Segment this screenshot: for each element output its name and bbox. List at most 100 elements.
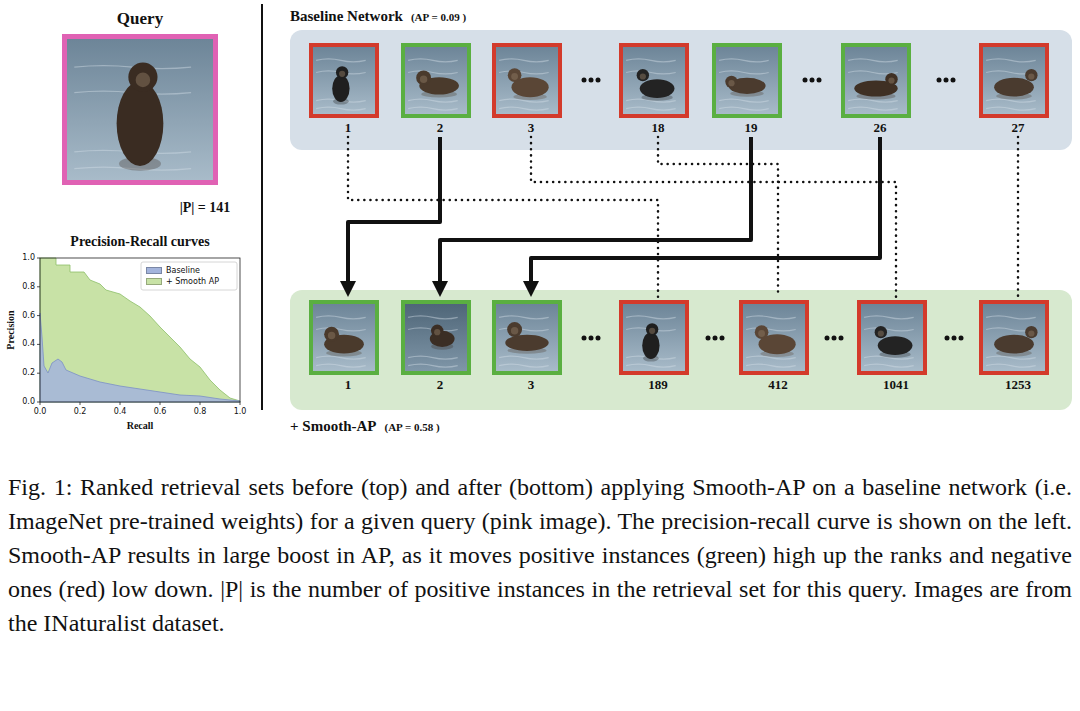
pr-chart [37, 258, 240, 405]
tick [37, 373, 40, 374]
animal-body [117, 81, 164, 166]
photo [623, 304, 685, 371]
image-frame [739, 300, 809, 375]
ripple [719, 71, 769, 74]
dot [825, 336, 830, 341]
animal-body [994, 78, 1034, 97]
panel-background [290, 30, 1072, 150]
water [496, 47, 558, 114]
legend: Baseline+ Smooth AP [146, 265, 219, 287]
legend-label: Baseline [166, 265, 200, 276]
dotted-connector [531, 137, 896, 297]
retrieved-image: 412 [739, 300, 817, 392]
ripple [408, 99, 458, 102]
label-holder: |P| = 141 [180, 199, 231, 217]
water [716, 47, 778, 114]
ripple [626, 316, 676, 319]
panel-heading: Baseline Network(AP = 0.09 ) [290, 6, 1072, 30]
image-frame [841, 43, 911, 118]
animal-head [637, 69, 649, 81]
animal-face [640, 73, 646, 79]
rank-number: 2 [401, 120, 479, 135]
plot-frame [40, 258, 240, 402]
tick [37, 315, 40, 316]
label-holder: 0.4 [114, 407, 127, 417]
rank-number: 189 [619, 377, 697, 392]
legend-swatch [146, 267, 162, 274]
dot [937, 78, 942, 83]
label-holder: 0.4 [22, 339, 35, 349]
water [623, 304, 685, 371]
retrieved-image: 1041 [857, 300, 935, 392]
image-frame [492, 300, 562, 375]
animal-head [416, 70, 431, 85]
photo [845, 47, 907, 114]
baseline-area [40, 313, 240, 402]
photo [405, 304, 467, 371]
ripple [316, 328, 366, 331]
ripple [626, 59, 676, 62]
ripple [626, 71, 676, 74]
ripple [499, 356, 549, 359]
tick [37, 286, 40, 287]
image-frame [712, 43, 782, 118]
dotted-connector [348, 137, 658, 297]
animal-body [332, 75, 349, 102]
animal-face [888, 77, 894, 83]
ripple [864, 328, 914, 331]
dotted-connector [658, 137, 778, 297]
ripple [316, 356, 366, 359]
animal-body [878, 336, 913, 355]
rank-number: 2 [401, 377, 479, 392]
tick-label: 0.2 [22, 368, 35, 378]
dotted-connector [1017, 137, 1020, 297]
dot [839, 336, 844, 341]
animal-face [136, 73, 151, 88]
rank-number: 18 [619, 120, 697, 135]
image-frame [619, 300, 689, 375]
retrieved-image: 2 [401, 43, 479, 135]
retrieved-image: 1253 [979, 300, 1057, 392]
dot [959, 336, 964, 341]
image-frame [492, 43, 562, 118]
image-frame [979, 300, 1049, 375]
ripple [408, 71, 458, 74]
ripple [408, 316, 458, 319]
tick-label: 0.2 [74, 407, 87, 417]
ripple [316, 107, 366, 110]
photo [623, 47, 685, 114]
tick [120, 402, 121, 405]
photo [496, 304, 558, 371]
animal-face [420, 75, 427, 82]
image-frame [857, 300, 927, 375]
retrieved-image: 1 [309, 43, 387, 135]
rank-number: 19 [712, 120, 790, 135]
dot [945, 336, 950, 341]
rank-number: 3 [492, 120, 570, 135]
legend-swatch [146, 278, 162, 285]
rank-number: 3 [492, 377, 570, 392]
water [983, 304, 1045, 371]
panel-heading: + Smooth-AP(AP = 0.58 ) [290, 416, 1072, 440]
ripple [316, 364, 366, 367]
water [405, 47, 467, 114]
photo [716, 47, 778, 114]
retrieved-image: 3 [492, 43, 570, 135]
ripple [626, 107, 676, 110]
animal-face [511, 73, 518, 80]
label-holder: 0.8 [194, 407, 207, 417]
tick-label: 1.0 [22, 253, 35, 263]
animal-head [336, 66, 348, 78]
photo [67, 39, 213, 180]
tick [40, 402, 41, 405]
panel-background [290, 290, 1072, 410]
tick-label: 0.0 [34, 407, 47, 417]
ripple [986, 59, 1036, 62]
image-frame [619, 43, 689, 118]
tick [160, 402, 161, 405]
image-frame [309, 43, 379, 118]
ripple [746, 364, 796, 367]
retrieved-image: 189 [619, 300, 697, 392]
axis-ticks [37, 258, 240, 405]
